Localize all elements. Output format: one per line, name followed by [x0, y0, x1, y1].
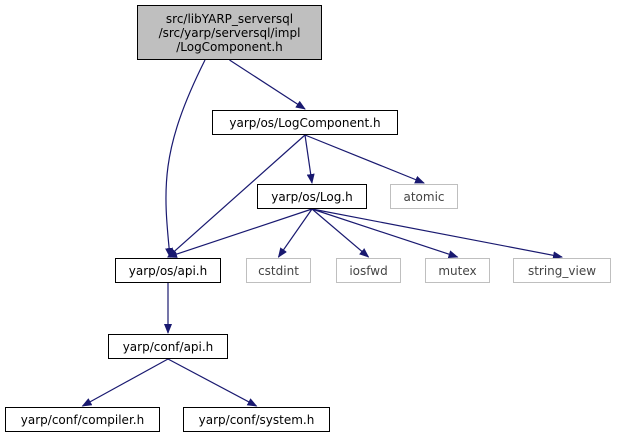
node-conf-compiler-h[interactable]: yarp/conf/compiler.h: [5, 407, 160, 432]
node-mutex-label: mutex: [438, 263, 477, 278]
edge-logcomponent-to-log: [304, 134, 315, 184]
root-file-node: src/libYARP_serversql /src/yarp/serversq…: [137, 5, 322, 60]
edge-log-to-iosfwd: [311, 208, 370, 258]
node-conf-api-label: yarp/conf/api.h: [122, 339, 214, 354]
edge-log-to-string_view: [311, 208, 563, 260]
edge-log-to-cstdint: [277, 208, 313, 258]
node-logcomponent-h[interactable]: yarp/os/LogComponent.h: [212, 110, 398, 135]
node-conf-system-h[interactable]: yarp/conf/system.h: [183, 407, 330, 432]
node-conf-compiler-label: yarp/conf/compiler.h: [20, 412, 145, 427]
node-os-api-label: yarp/os/api.h: [128, 263, 208, 278]
edge-log-to-os_api: [167, 208, 313, 258]
node-mutex: mutex: [425, 258, 490, 283]
node-conf-system-label: yarp/conf/system.h: [198, 412, 315, 427]
edge-logcomponent-to-atomic: [304, 134, 425, 184]
node-cstdint-label: cstdint: [258, 263, 299, 278]
node-atomic-label: atomic: [403, 189, 445, 204]
node-os-api-h[interactable]: yarp/os/api.h: [115, 258, 221, 283]
edge-log-to-mutex: [311, 208, 459, 258]
node-iosfwd: iosfwd: [336, 258, 401, 283]
node-atomic: atomic: [390, 184, 458, 209]
edge-logcomponent-to-os_api: [167, 134, 306, 258]
node-log-label: yarp/os/Log.h: [271, 189, 353, 204]
root-path-line-3: /LogComponent.h: [176, 39, 283, 54]
node-string-view-label: string_view: [527, 263, 597, 278]
node-iosfwd-label: iosfwd: [349, 263, 388, 278]
node-logcomponent-label: yarp/os/LogComponent.h: [229, 115, 381, 130]
node-log-h[interactable]: yarp/os/Log.h: [257, 184, 367, 209]
edge-conf_api-to-system: [167, 358, 258, 407]
node-cstdint: cstdint: [246, 258, 311, 283]
edge-conf_api-to-compiler: [81, 358, 169, 407]
node-conf-api-h[interactable]: yarp/conf/api.h: [108, 334, 228, 359]
edge-root-to-os_api: [165, 59, 206, 258]
root-path-line-1: src/libYARP_serversql: [165, 11, 294, 26]
node-string-view: string_view: [513, 258, 611, 283]
root-path-line-2: /src/yarp/serversql/impl: [158, 25, 301, 40]
edge-root-to-logcomponent: [229, 59, 306, 110]
